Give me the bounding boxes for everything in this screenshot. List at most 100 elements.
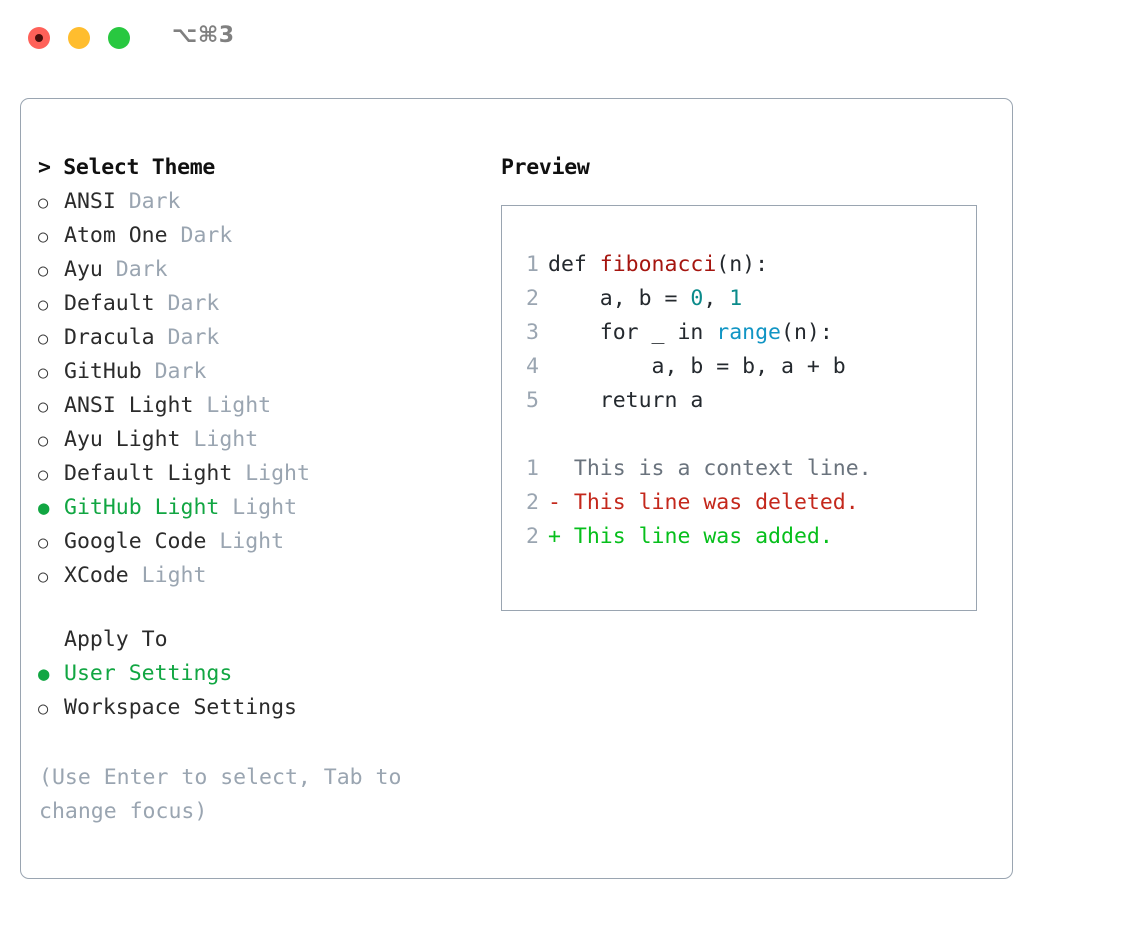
theme-name: Google Code	[64, 529, 207, 554]
code-token: (n):	[716, 252, 769, 277]
code-token: a, b = b, a + b	[548, 354, 846, 379]
apply-to-heading-label: Apply To	[64, 627, 168, 652]
radio-unselected-icon: ○	[38, 261, 49, 281]
theme-variant-badge: Dark	[154, 291, 220, 316]
keyboard-hint: (Use Enter to select, Tab to change focu…	[39, 765, 402, 824]
diff-line: 2- This line was deleted.	[515, 486, 968, 520]
apply-to-spacer: ○	[38, 623, 64, 657]
radio-unselected-icon: ○	[38, 363, 49, 383]
diff-sign: +	[548, 524, 574, 549]
theme-list-item[interactable]: ○ Dracula Dark	[38, 321, 468, 355]
radio-unselected-icon: ○	[38, 465, 49, 485]
window-titlebar: ⌥⌘3	[0, 0, 1140, 78]
apply-to-item[interactable]: ○ Workspace Settings	[38, 691, 468, 725]
radio-unselected-icon: ○	[38, 193, 49, 213]
theme-name: Default Light	[64, 461, 233, 486]
radio-unselected-icon: ○	[38, 329, 49, 349]
theme-variant-badge: Light	[128, 563, 207, 588]
code-token: for _ in	[548, 320, 717, 345]
theme-variant-badge: Light	[193, 393, 272, 418]
theme-name: XCode	[64, 563, 129, 588]
radio-unselected-icon: ○	[38, 567, 49, 587]
theme-picker-column: > Select Theme ○ANSI Dark○Atom One Dark○…	[38, 151, 468, 725]
theme-variant-badge: Light	[232, 461, 310, 486]
radio-selected-icon: ●	[38, 497, 50, 519]
theme-variant-badge: Dark	[167, 223, 233, 248]
code-token: ,	[703, 286, 730, 311]
code-token: fibonacci	[599, 252, 717, 277]
theme-variant-badge: Dark	[154, 325, 220, 350]
select-theme-heading: > Select Theme	[38, 151, 468, 185]
line-number: 3	[526, 320, 539, 345]
apply-to-item[interactable]: ● User Settings	[38, 657, 468, 691]
apply-to-heading: ○Apply To	[38, 623, 468, 657]
theme-variant-badge: Light	[206, 529, 285, 554]
radio-unselected-icon: ○	[38, 227, 49, 247]
theme-list-item[interactable]: ○Ayu Dark	[38, 253, 468, 287]
theme-name: Dracula	[64, 325, 155, 350]
theme-list-item[interactable]: ○ Ayu Light Light	[38, 423, 468, 457]
line-number: 1	[526, 456, 539, 481]
theme-variant-badge: Light	[219, 495, 298, 520]
zoom-window-button[interactable]	[108, 27, 130, 49]
code-line: 4 a, b = b, a + b	[515, 350, 968, 384]
code-token: 0	[690, 286, 704, 311]
theme-name: Ayu Light	[64, 427, 181, 452]
diff-text: This line was deleted.	[573, 490, 859, 515]
diff-text: This is a context line.	[573, 456, 872, 481]
radio-unselected-icon: ○	[38, 699, 49, 719]
apply-to-label: User Settings	[64, 661, 233, 686]
theme-name: Atom One	[64, 223, 168, 248]
code-token: a, b =	[548, 286, 691, 311]
apply-to-list[interactable]: ● User Settings ○ Workspace Settings	[38, 657, 468, 725]
line-number: 4	[526, 354, 539, 379]
code-token: def	[548, 252, 600, 277]
theme-list-item[interactable]: ●GitHub Light Light	[38, 491, 468, 525]
code-line: 5 return a	[515, 384, 968, 418]
close-window-button[interactable]	[28, 27, 50, 49]
theme-list-item[interactable]: ○ Default Dark	[38, 287, 468, 321]
preview-title: Preview	[501, 155, 590, 180]
theme-name: Default	[64, 291, 155, 316]
select-theme-heading-label: > Select Theme	[38, 155, 216, 180]
diff-sign	[548, 456, 574, 481]
theme-list-item[interactable]: ○ Default Light Light	[38, 457, 468, 491]
minimize-window-button[interactable]	[68, 27, 90, 49]
theme-variant-badge: Light	[180, 427, 259, 452]
code-token: (n):	[781, 320, 833, 345]
theme-variant-badge: Dark	[102, 257, 168, 282]
theme-name: ANSI	[64, 189, 116, 214]
diff-sign: -	[548, 490, 574, 515]
code-token: 1	[729, 286, 743, 311]
theme-list-item[interactable]: ○GitHub Dark	[38, 355, 468, 389]
radio-selected-icon: ●	[38, 663, 50, 685]
line-number: 5	[526, 388, 539, 413]
main-panel: > Select Theme ○ANSI Dark○Atom One Dark○…	[20, 98, 1013, 879]
theme-list-item[interactable]: ○ XCode Light	[38, 559, 468, 593]
theme-name: ANSI Light	[64, 393, 194, 418]
apply-to-label: Workspace Settings	[64, 695, 297, 720]
diff-line: 2+ This line was added.	[515, 520, 968, 554]
line-number: 2	[526, 490, 539, 515]
radio-unselected-icon: ○	[38, 295, 49, 315]
code-line: 3 for _ in range(n):	[515, 316, 968, 350]
line-number: 2	[526, 286, 539, 311]
close-icon	[35, 34, 43, 42]
theme-list-item[interactable]: ○ Atom One Dark	[38, 219, 468, 253]
keyboard-shortcut-label: ⌥⌘3	[172, 23, 235, 48]
theme-list[interactable]: ○ANSI Dark○Atom One Dark○Ayu Dark○Defaul…	[38, 185, 468, 593]
radio-unselected-icon: ○	[38, 533, 49, 553]
theme-list-item[interactable]: ○ Google Code Light	[38, 525, 468, 559]
diff-text: This line was added.	[573, 524, 833, 549]
theme-variant-badge: Dark	[141, 359, 207, 384]
theme-list-item[interactable]: ○ANSI Light Light	[38, 389, 468, 423]
theme-variant-badge: Dark	[115, 189, 181, 214]
code-line: 2 a, b = 0, 1	[515, 282, 968, 316]
theme-list-item[interactable]: ○ ANSI Dark	[38, 185, 468, 219]
radio-unselected-icon: ○	[38, 431, 49, 451]
